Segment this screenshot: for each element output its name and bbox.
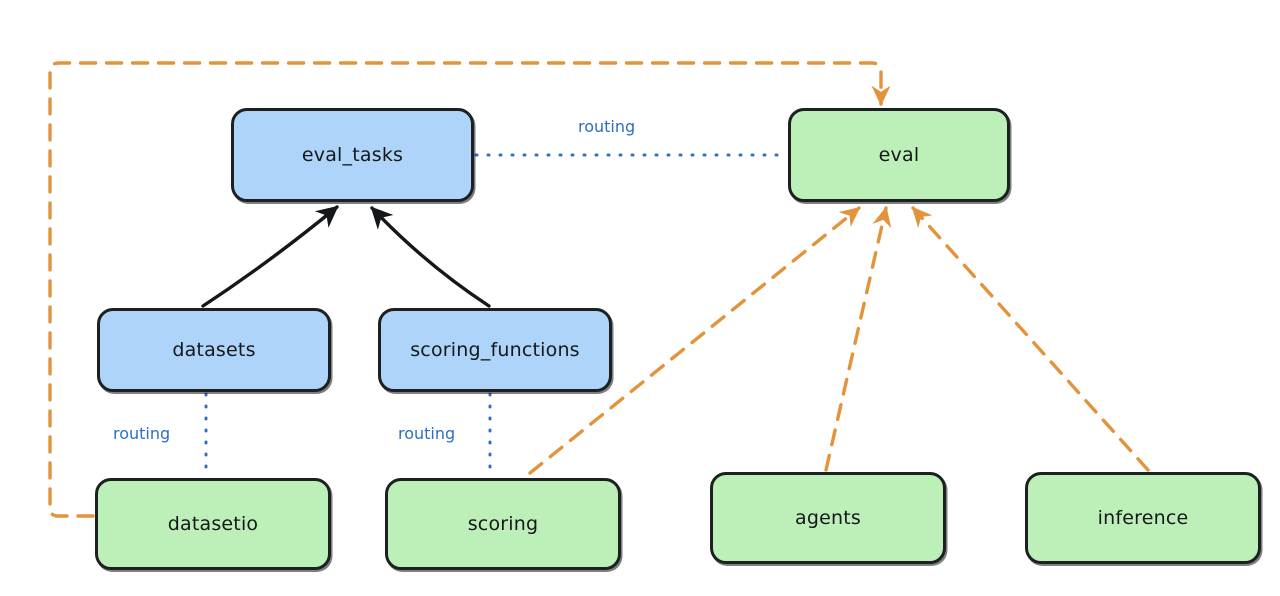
node-scoring-functions[interactable]: scoring_functions bbox=[378, 308, 612, 392]
edge-inference-to-eval bbox=[911, 206, 1150, 472]
edge-datasets-to-eval-tasks bbox=[201, 205, 339, 308]
node-inference[interactable]: inference bbox=[1025, 472, 1261, 564]
edge-label-routing-eval-tasks: routing bbox=[578, 117, 636, 136]
edge-scoring-functions-to-eval-tasks bbox=[370, 206, 491, 308]
edge-agents-to-eval bbox=[824, 206, 892, 472]
node-inference-label: inference bbox=[1097, 506, 1189, 529]
node-eval[interactable]: eval bbox=[788, 108, 1010, 202]
node-scoring-label: scoring bbox=[467, 512, 539, 535]
node-datasets[interactable]: datasets bbox=[97, 308, 331, 392]
node-eval-tasks-label: eval_tasks bbox=[301, 143, 404, 166]
node-scoring[interactable]: scoring bbox=[385, 478, 621, 570]
edge-label-routing-scoring-functions: routing bbox=[398, 424, 456, 443]
node-agents[interactable]: agents bbox=[710, 472, 946, 564]
node-scoring-functions-label: scoring_functions bbox=[410, 338, 580, 361]
node-agents-label: agents bbox=[795, 506, 861, 529]
node-eval-label: eval bbox=[878, 143, 920, 166]
node-datasets-label: datasets bbox=[172, 338, 256, 361]
edge-label-routing-datasets: routing bbox=[113, 424, 171, 443]
node-eval-tasks[interactable]: eval_tasks bbox=[231, 108, 474, 202]
node-datasetio[interactable]: datasetio bbox=[95, 478, 331, 570]
node-datasetio-label: datasetio bbox=[167, 512, 259, 535]
